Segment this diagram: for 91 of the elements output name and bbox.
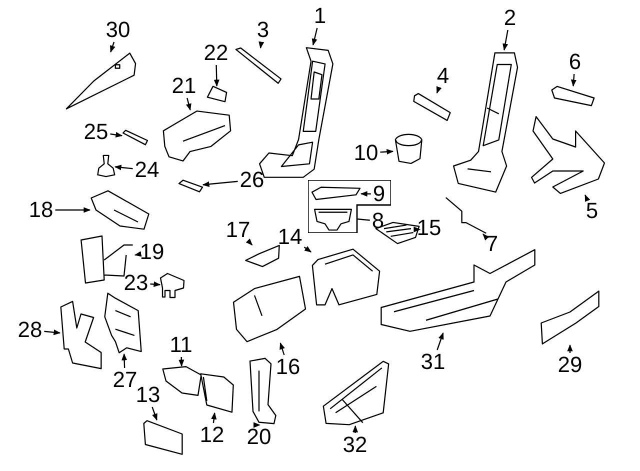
- part-drawing: [232, 275, 307, 343]
- callout-number: 17: [226, 219, 250, 241]
- part-drawing: [143, 420, 183, 455]
- leader-line: [178, 356, 184, 367]
- leader-line: [44, 330, 61, 336]
- callout-number: 13: [136, 384, 160, 406]
- part-drawing: [313, 207, 353, 231]
- leader-line: [436, 332, 444, 350]
- leader-line: [352, 425, 358, 434]
- leader-line: [258, 41, 264, 49]
- leader-line: [134, 251, 142, 257]
- leader-line: [214, 64, 220, 87]
- leader-line: [567, 344, 573, 353]
- callout-number: 14: [278, 226, 302, 248]
- leader-line: [110, 132, 123, 138]
- part-drawing: [311, 187, 361, 200]
- part-drawing: [322, 360, 390, 426]
- callout-number: 2: [504, 7, 516, 29]
- leader-line: [360, 191, 371, 197]
- part-drawing: [162, 366, 202, 396]
- leader-line: [570, 74, 576, 87]
- part-drawing: [90, 190, 150, 230]
- callout-number: 25: [84, 121, 108, 143]
- leader-line: [152, 406, 158, 421]
- leader-line: [436, 86, 442, 94]
- callout-number: 5: [586, 200, 598, 222]
- part-drawing: [445, 196, 487, 234]
- leader-line: [304, 246, 312, 252]
- part-drawing: [540, 290, 600, 345]
- callout-number: 7: [486, 233, 498, 255]
- callout-number: 6: [568, 51, 582, 73]
- part-drawing: [530, 115, 606, 195]
- callout-number: 22: [204, 42, 228, 64]
- part-drawing: [97, 155, 115, 177]
- leader-line: [414, 226, 421, 232]
- leader-line: [356, 218, 370, 221]
- part-drawing: [413, 93, 451, 121]
- part-drawing: [200, 373, 234, 413]
- leader-line: [186, 98, 192, 111]
- leader-line: [246, 238, 253, 246]
- callout-number: 1: [314, 5, 326, 27]
- callout-number: 18: [28, 199, 54, 221]
- part-drawing: [122, 130, 148, 145]
- part-drawing: [245, 245, 280, 267]
- callout-number: 24: [134, 159, 160, 181]
- callout-number: 29: [558, 354, 582, 376]
- callout-number: 23: [124, 272, 148, 294]
- leader-line: [114, 164, 133, 170]
- callout-number: 8: [372, 210, 384, 232]
- callout-number: 30: [106, 19, 130, 41]
- leader-line: [482, 233, 490, 241]
- leader-line: [202, 180, 238, 187]
- callout-number: 11: [170, 334, 192, 356]
- part-drawing: [60, 300, 102, 370]
- part-drawing: [550, 86, 595, 106]
- part-drawing: [311, 248, 381, 306]
- leader-line: [55, 207, 91, 213]
- part-drawing: [160, 273, 185, 298]
- bracket-outline: [308, 180, 391, 233]
- callout-number: 32: [342, 434, 368, 456]
- part-drawing: [207, 86, 227, 102]
- callout-number: 3: [256, 19, 270, 41]
- leader-line: [280, 342, 285, 356]
- callout-number: 31: [420, 351, 446, 373]
- callout-number: 26: [240, 169, 264, 191]
- part-drawing: [234, 48, 282, 84]
- callout-number: 21: [172, 75, 196, 97]
- callout-number: 19: [140, 241, 164, 263]
- leader-line: [380, 148, 394, 155]
- callout-number: 9: [372, 183, 386, 205]
- leader-line: [150, 281, 161, 287]
- callout-number: 28: [18, 319, 42, 341]
- part-drawing: [247, 357, 277, 425]
- callout-number: 15: [416, 217, 442, 239]
- part-drawing: [65, 52, 137, 110]
- leader-line: [584, 194, 590, 202]
- leader-line: [211, 412, 217, 424]
- callout-number: 16: [276, 356, 300, 378]
- callout-number: 4: [436, 65, 450, 87]
- part-drawing: [104, 292, 142, 354]
- leader-line: [122, 353, 128, 368]
- leader-line: [254, 422, 260, 428]
- leader-line: [502, 30, 508, 51]
- leader-line: [110, 42, 116, 53]
- part-drawing: [162, 110, 232, 162]
- part-drawing: [178, 180, 203, 192]
- callout-number: 27: [112, 369, 138, 391]
- callout-number: 20: [246, 426, 272, 448]
- callout-number: 12: [200, 424, 224, 446]
- leader-line: [312, 28, 318, 46]
- callout-number: 10: [354, 142, 378, 164]
